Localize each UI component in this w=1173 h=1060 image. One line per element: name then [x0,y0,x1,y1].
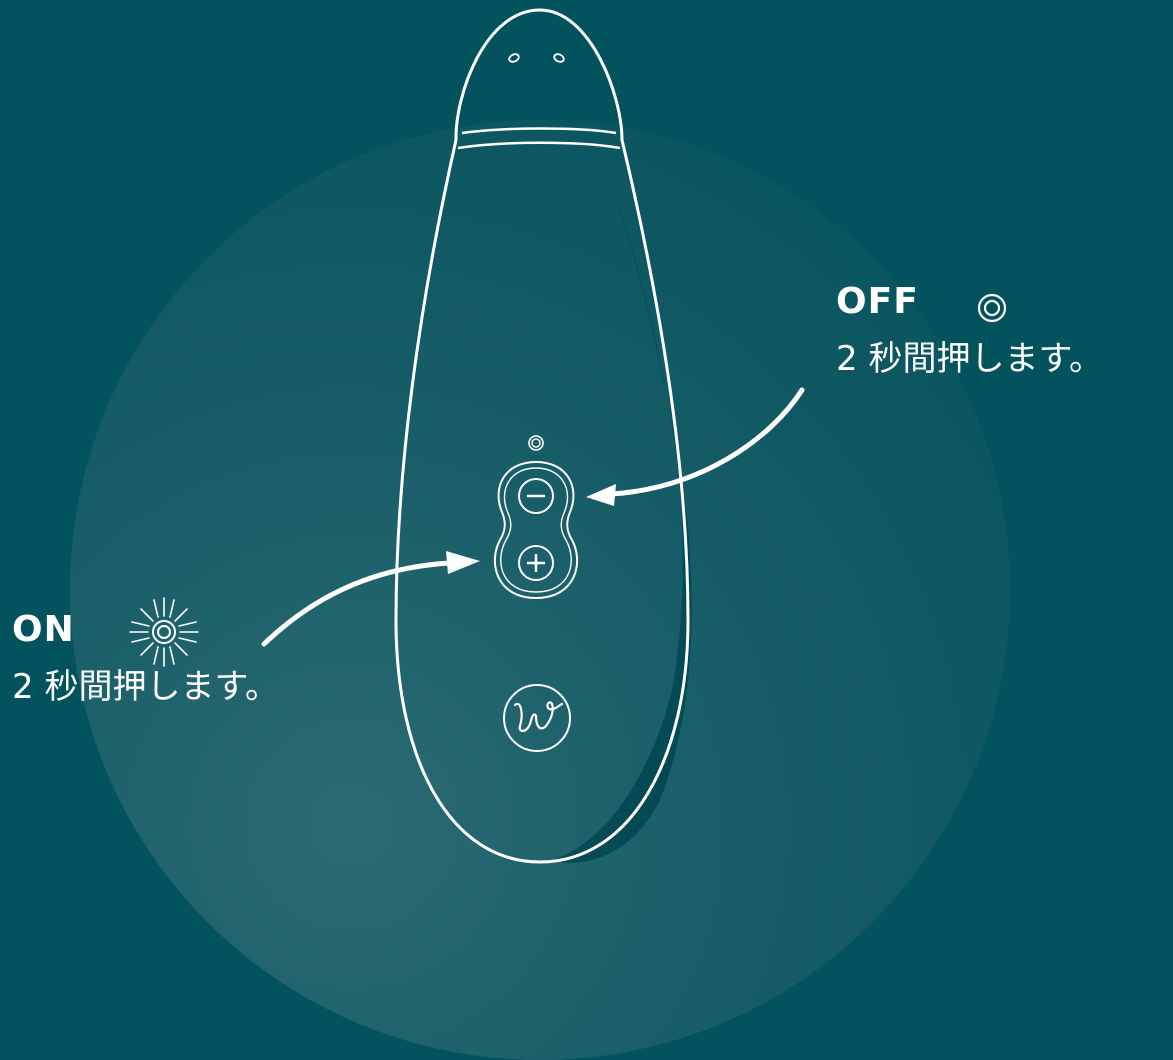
button-pod-outline [493,460,579,600]
button-pod-inner [500,467,572,593]
off-label: OFF [836,281,919,322]
device-collar-line-2 [457,141,621,150]
device-body-outline [394,8,690,864]
on-indicator-icon [129,597,199,667]
tip-hole-right [553,53,565,63]
tip-hole-left [508,53,520,63]
status-light-icon [528,435,544,451]
off-hint: 2 秒間押します。 [836,339,1104,379]
off-indicator-icon [977,293,1007,323]
on-hint: 2 秒間押します。 [12,667,280,707]
on-instruction: ON 2 秒間押します。 [12,609,280,707]
on-label: ON [12,609,75,650]
w-logo-icon [503,684,571,752]
device-illustration [261,8,805,864]
off-instruction: OFF 2 秒間押します。 [836,281,1104,379]
plus-button[interactable] [518,545,554,581]
off-arrow [586,387,805,506]
device-collar-line [461,127,617,135]
on-arrow [261,551,480,647]
minus-button[interactable] [518,478,554,514]
